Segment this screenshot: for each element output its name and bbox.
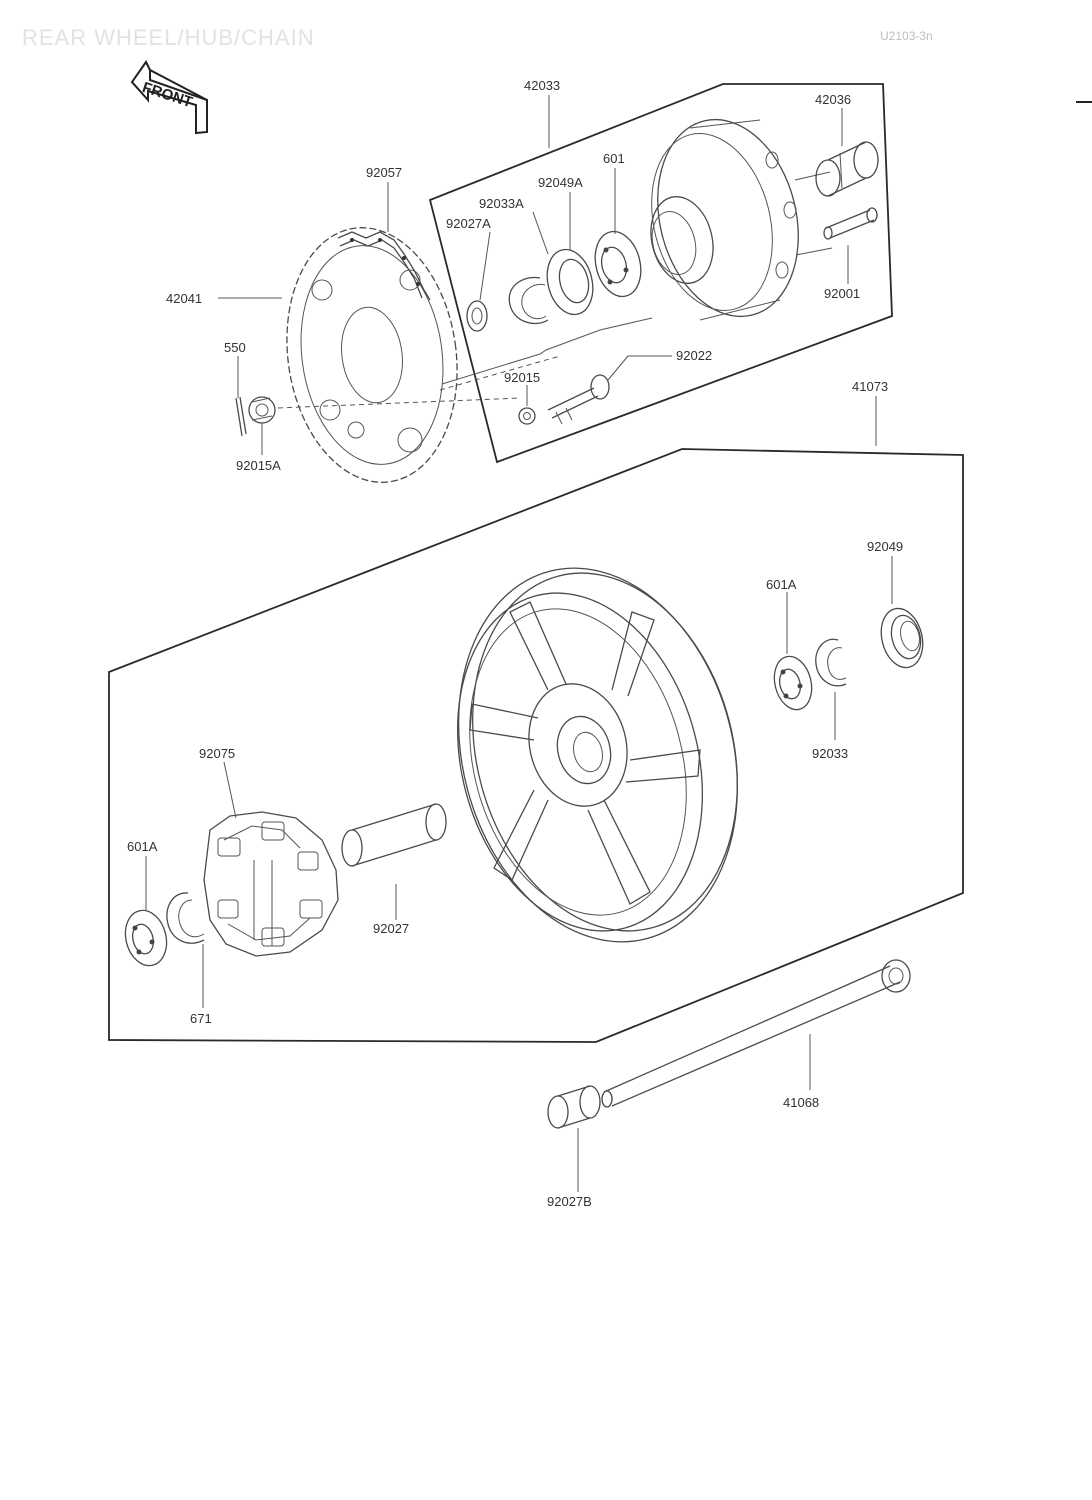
- part-label-41068: 41068: [783, 1095, 819, 1110]
- nut-92015: [518, 407, 536, 425]
- part-label-92027b: 92027B: [547, 1194, 592, 1209]
- axle-41068: [601, 959, 911, 1108]
- sprocket-42041: [286, 227, 458, 483]
- part-label-92049a: 92049A: [538, 175, 583, 190]
- bearing-601: [594, 230, 642, 298]
- part-label-92027a: 92027A: [446, 216, 491, 231]
- part-label-92033: 92033: [812, 746, 848, 761]
- part-label-92027: 92027: [373, 921, 409, 936]
- part-label-92001: 92001: [824, 286, 860, 301]
- front-label: FRONT: [140, 79, 194, 111]
- bearing-601a-right: [773, 655, 813, 711]
- alignment-line: [439, 355, 561, 391]
- wheel-41073: [456, 567, 739, 943]
- part-label-42041: 42041: [166, 291, 202, 306]
- chain-92057: [337, 231, 431, 301]
- part-label-92049: 92049: [867, 539, 903, 554]
- part-label-92075: 92075: [199, 746, 235, 761]
- part-label-92057: 92057: [366, 165, 402, 180]
- nut-92015a: [248, 396, 276, 424]
- oil-seal-92049a: [546, 248, 594, 316]
- bearing-601a-left: [124, 909, 168, 967]
- circlip-671: [166, 892, 205, 944]
- leader-lines: [145, 95, 893, 1192]
- part-label-92022: 92022: [676, 348, 712, 363]
- collar-92027a: [466, 300, 488, 332]
- part-label-550: 550: [224, 340, 246, 355]
- oil-seal-92049: [880, 607, 924, 669]
- hub-assembly-frame: [428, 83, 893, 464]
- part-label-42033: 42033: [524, 78, 560, 93]
- part-label-92033a: 92033A: [479, 196, 524, 211]
- damper-92075: [203, 811, 339, 957]
- wheel-assembly-frame: [108, 448, 964, 1043]
- diagram-code: U2103-3n: [880, 29, 933, 43]
- part-label-671: 671: [190, 1011, 212, 1026]
- axis-line: [441, 317, 653, 385]
- circlip-92033: [815, 638, 847, 687]
- part-label-42036: 42036: [815, 92, 851, 107]
- sprocket-hub: [650, 118, 833, 321]
- part-label-601a-left: 601A: [127, 839, 158, 854]
- bolt-92022: [547, 374, 610, 425]
- part-label-92015a: 92015A: [236, 458, 281, 473]
- part-label-601a-right: 601A: [766, 577, 797, 592]
- front-arrow-icon: FRONT: [130, 60, 208, 135]
- collar-42036: [815, 141, 879, 197]
- collar-92027: [341, 803, 447, 867]
- part-label-601: 601: [603, 151, 625, 166]
- cotter-pin-550: [235, 396, 247, 437]
- part-label-92015: 92015: [504, 370, 540, 385]
- collar-92027b: [547, 1085, 601, 1129]
- stud-92001: [823, 207, 878, 240]
- part-label-41073: 41073: [852, 379, 888, 394]
- circlip-92033a: [508, 276, 549, 325]
- alignment-line: [277, 397, 521, 409]
- page-title: REAR WHEEL/HUB/CHAIN: [22, 25, 315, 50]
